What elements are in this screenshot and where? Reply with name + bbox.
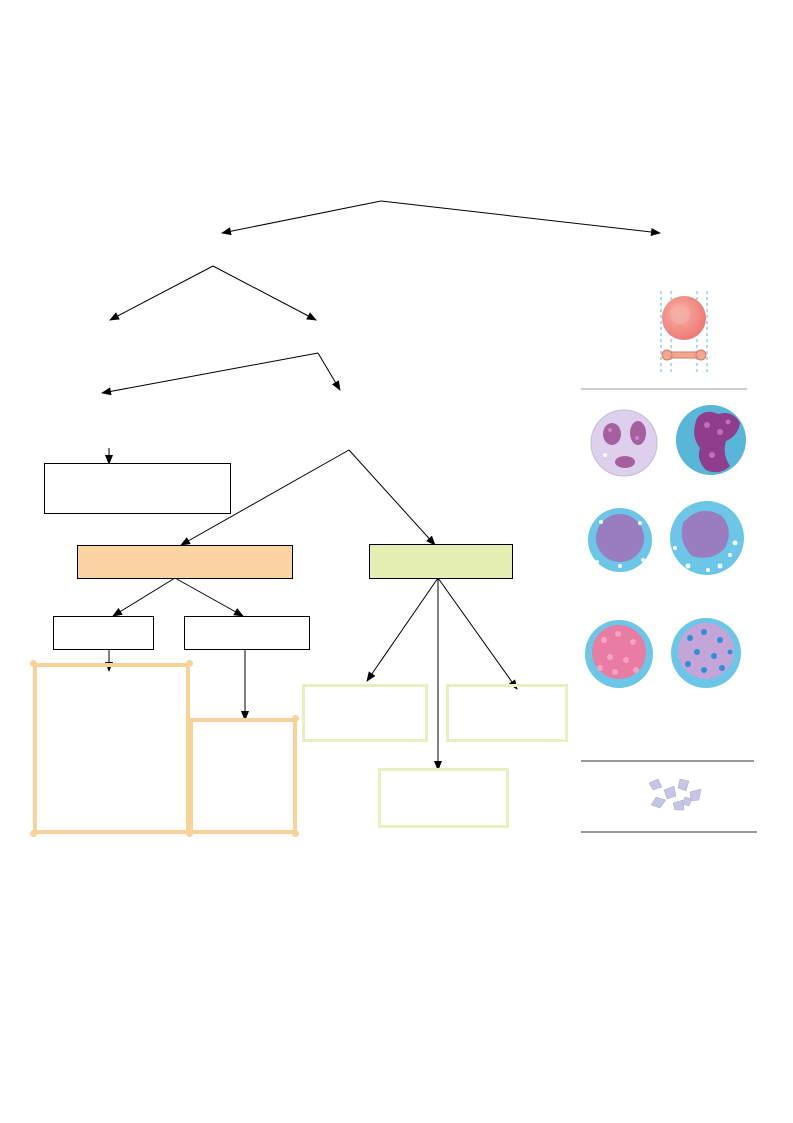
- white-box: [44, 463, 231, 514]
- basophil-granules-illustration: [671, 618, 741, 688]
- lymphocyte-illustration: [588, 508, 652, 572]
- arrow-green-to-left: [366, 577, 439, 682]
- right-orange-box: [189, 718, 297, 834]
- arrow-green-to-right: [437, 577, 518, 690]
- right-small-box: [184, 616, 310, 650]
- eosinophil-illustration: [585, 620, 653, 688]
- corner-dot: [30, 660, 37, 667]
- left-large-orange-box: [33, 663, 190, 834]
- arrow-orange-to-left-small: [112, 577, 176, 617]
- monocyte-illustration: [670, 501, 744, 575]
- arrow-orange-to-right-small: [174, 577, 244, 617]
- neutrophil-illustration: [590, 409, 658, 477]
- green-left-box: [302, 684, 428, 742]
- orange-header-box: [77, 545, 293, 579]
- arrow-level3-left: [101, 352, 319, 396]
- erythrocyte-side-view: [661, 349, 707, 361]
- corner-dot: [30, 830, 37, 837]
- arrow-to-green-box: [348, 449, 436, 546]
- arrow-level3-right: [317, 352, 341, 391]
- green-bottom-box: [378, 768, 509, 828]
- corner-dot: [186, 660, 193, 667]
- arrow-to-orange-box: [180, 449, 350, 546]
- arrow-level2-right: [212, 265, 317, 321]
- green-right-box: [446, 684, 568, 742]
- arrow-level2-left: [109, 265, 214, 321]
- arrow-root-right: [380, 200, 661, 236]
- connector-lines: [101, 200, 661, 771]
- corner-dot: [186, 830, 193, 837]
- basophil-illustration: [676, 405, 746, 475]
- arrow-root-left: [221, 200, 382, 236]
- corner-dot: [292, 715, 299, 722]
- platelets-illustration: [648, 778, 702, 811]
- corner-dot: [292, 830, 299, 837]
- erythrocyte-illustration: [660, 291, 708, 372]
- green-header-box: [369, 544, 513, 579]
- left-small-box: [53, 616, 154, 650]
